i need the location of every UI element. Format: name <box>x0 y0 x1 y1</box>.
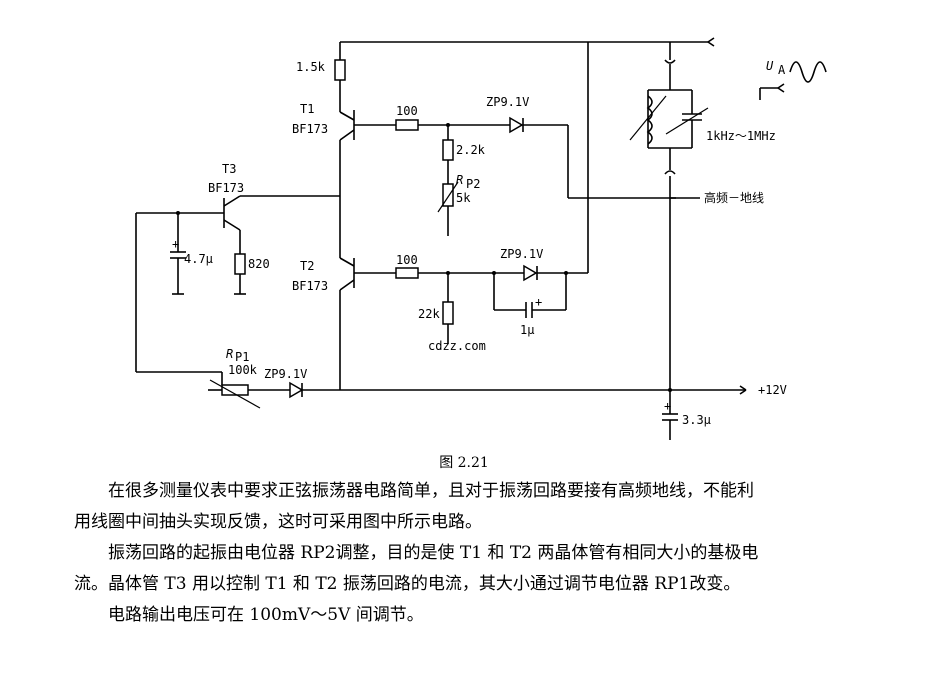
label-rp2: R <box>456 173 463 187</box>
resistor-100-top <box>395 119 419 131</box>
label-r-2k2: 2.2k <box>456 143 486 157</box>
label-zd-mid: ZP9.1V <box>500 247 543 261</box>
label-zd-bot: ZP9.1V <box>264 367 307 381</box>
label-t1-name: T1 <box>300 102 314 116</box>
zener-diode-top <box>509 116 524 134</box>
label-t3-type: BF173 <box>208 181 244 195</box>
label-rp1: R <box>226 347 233 361</box>
svg-text:+: + <box>172 237 179 251</box>
label-rp1-sub: P1 <box>235 350 249 364</box>
label-rp2-sub: P2 <box>466 177 480 191</box>
supply-terminal <box>739 385 747 395</box>
label-supply: +12V <box>758 383 787 397</box>
label-t2-type: BF173 <box>292 279 328 293</box>
resistor-22k <box>442 301 454 325</box>
svg-text:+: + <box>664 399 671 413</box>
resistor-820 <box>234 253 246 275</box>
label-r-100-top: 100 <box>396 104 418 118</box>
body-text: 在很多测量仪表中要求正弦振荡器电路简单，且对于振荡回路要接有高频地线，不能利 用… <box>74 476 886 631</box>
resistor-100-bottom <box>395 267 419 279</box>
output-terminal-bottom <box>777 83 785 93</box>
label-hf-ground: 高频－地线 <box>704 190 764 205</box>
label-lc-freq: 1kHz～1MHz <box>706 129 776 143</box>
circuit-schematic: cdzz.com 1.5k T1 BF173 100 ZP9.1V 高频－地线 … <box>135 37 827 440</box>
label-zd-top: ZP9.1V <box>486 95 529 109</box>
label-r-100-bot: 100 <box>396 253 418 267</box>
label-t2-name: T2 <box>300 259 314 273</box>
figure-caption: 图 2.21 <box>439 455 489 471</box>
svg-text:+: + <box>535 295 542 309</box>
transistor-t1 <box>339 110 396 141</box>
label-c-4u7: 4.7μ <box>184 252 213 266</box>
label-c-1u: 1μ <box>520 323 534 337</box>
label-r-1k5: 1.5k <box>296 60 326 74</box>
paragraph-2-line-1: 振荡回路的起振由电位器 RP2调整，目的是使 T1 和 T2 两晶体管有相同大小… <box>108 543 759 563</box>
label-rp2-value: 5k <box>456 191 471 205</box>
label-r-22k: 22k <box>418 307 440 321</box>
paragraph-2-line-2: 流。晶体管 T3 用以控制 T1 和 T2 振荡回路的电流，其大小通过调节电位器… <box>74 574 741 594</box>
resistor-1k5 <box>334 59 346 81</box>
paragraph-1-line-2: 用线圈中间抽头实现反馈，这时可采用图中所示电路。 <box>74 512 482 532</box>
paragraph-3: 电路输出电压可在 100mV～5V 间调节。 <box>108 605 424 625</box>
lc-tank <box>629 42 709 198</box>
label-r-820: 820 <box>248 257 270 271</box>
zener-diode-bottom <box>289 381 304 399</box>
transistor-t3 <box>223 195 340 231</box>
label-c-3u3: 3.3μ <box>682 413 711 427</box>
label-t1-type: BF173 <box>292 122 328 136</box>
transistor-t2 <box>339 257 396 291</box>
label-t3-name: T3 <box>222 162 236 176</box>
resistor-2k2 <box>442 139 454 161</box>
label-rp1-value: 100k <box>228 363 258 377</box>
label-ua: U <box>766 59 774 73</box>
zener-diode-middle <box>523 264 538 282</box>
watermark: cdzz.com <box>428 339 486 353</box>
paragraph-1-line-1: 在很多测量仪表中要求正弦振荡器电路简单，且对于振荡回路要接有高频地线，不能利 <box>108 481 754 501</box>
sine-wave-icon <box>789 61 827 83</box>
label-ua-sub: A <box>778 63 786 77</box>
output-terminal-top <box>707 37 715 47</box>
